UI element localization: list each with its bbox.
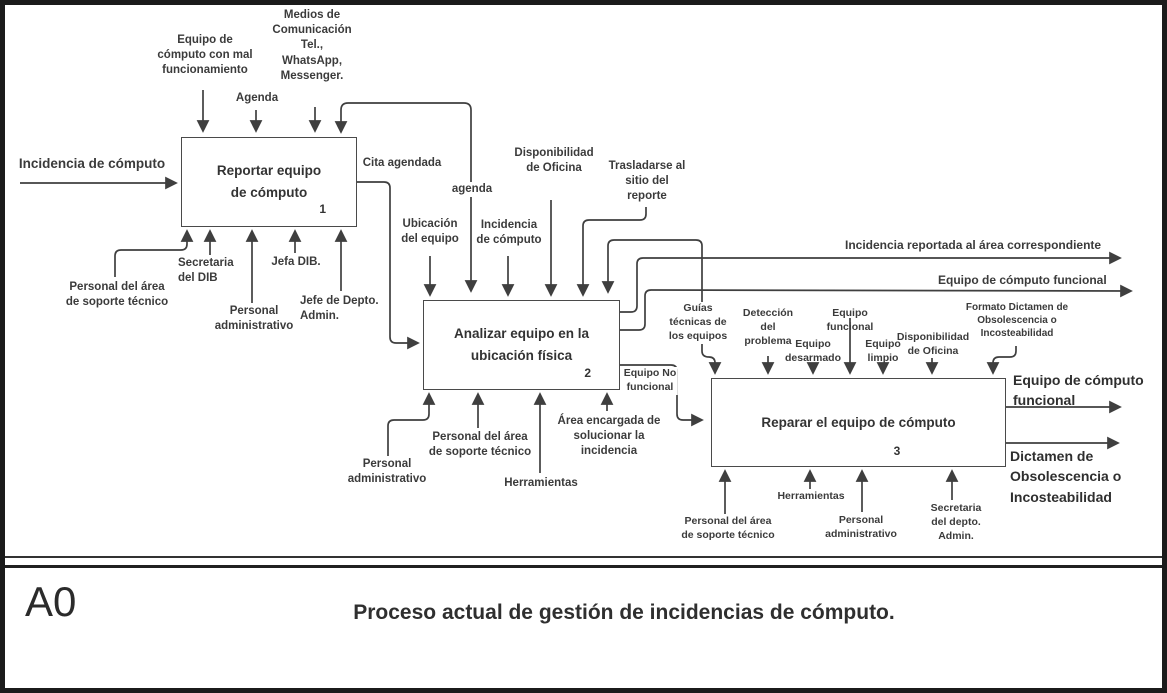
label-ctl2-disponibilidad: Disponibilidad de Oficina (514, 147, 594, 175)
fork-agenda-line (334, 102, 478, 293)
label-ctl1-equipo-mal: Equipo de cómputo con mal funcionamiento (157, 34, 253, 77)
process-box-2-label: Analizar equipo en la ubicación física (453, 326, 590, 363)
label-mech1-secretaria: Secretaria del DIB (178, 257, 234, 285)
label-mech2-herramientas: Herramientas (504, 477, 578, 489)
label-mech3-soporte: Personal del área de soporte técnico (681, 515, 775, 541)
label-ctl3-disponibilidad: Disponibilidad de Oficina (896, 331, 970, 357)
sheet-title: Proceso actual de gestión de incidencias… (353, 601, 895, 624)
label-ctl3-guias: Guías técnicas de los equipos (667, 302, 729, 344)
process-box-1-label: Reportar equipo de cómputo (216, 163, 322, 200)
process-box-3-number: 3 (893, 443, 901, 458)
label-mech2-area: Área encargada de solucionar la incidenc… (557, 415, 661, 458)
label-out3-dictamen: Dictamen de Obsolescencia o Incosteabili… (1010, 448, 1122, 505)
label-ctl3-formato: Formato Dictamen de Obsolescencia o Inco… (965, 302, 1069, 340)
label-ctl2-incidencia: Incidencia de cómputo (476, 219, 542, 247)
process-box-reportar: Reportar equipo de cómputo 1 (181, 137, 357, 227)
label-mech3-admin: Personal administrativo (825, 514, 897, 540)
arrow-mech2-admin (387, 392, 436, 456)
label-equipo-no-funcional: Equipo No funcional (622, 367, 678, 395)
label-out3-funcional: Equipo de cómputo funcional (1013, 372, 1144, 409)
connector-cita-agendada (357, 181, 420, 350)
label-ctl2-ubicacion: Ubicación del equipo (401, 218, 459, 246)
label-out-incidencia-reportada: Incidencia reportada al área correspondi… (845, 238, 1102, 252)
label-mech3-secretaria: Secretaria del depto. Admin. (930, 502, 982, 542)
arrow-mech1-soporte (114, 229, 194, 277)
connector-equipo-funcional-top (620, 284, 1133, 331)
label-ctl3-desarmado: Equipo desarmado (784, 338, 842, 364)
title-bar: A0 Proceso actual de gestión de incidenc… (5, 565, 1162, 688)
label-mech1-jefa: Jefa DIB. (271, 256, 321, 268)
label-mech2-soporte: Personal del área de soporte técnico (428, 431, 532, 459)
connector-formato-dictamen (986, 346, 1017, 375)
diagram-connectors (20, 90, 1133, 514)
label-ctl3-deteccion: Detección del problema (742, 307, 794, 347)
label-ctl3-funcional: Equipo funcional (826, 307, 874, 333)
label-mech3-herramientas: Herramientas (777, 490, 845, 502)
label-ctl2-trasladarse: Trasladarse al sitio del reporte (608, 160, 686, 203)
process-box-reparar: Reparar el equipo de cómputo 3 (711, 378, 1006, 467)
label-mech1-jefe-depto: Jefe de Depto. Admin. (300, 295, 379, 323)
label-mech2-admin: Personal administrativo (347, 458, 427, 486)
label-mech1-soporte: Personal del área de soporte técnico (65, 281, 169, 309)
label-ctl3-limpio: Equipo limpio (865, 338, 901, 364)
label-out1-cita: Cita agendada (362, 157, 442, 169)
node-id: A0 (25, 578, 77, 625)
connector-trasladarse (576, 207, 647, 297)
label-input-incidencia: Incidencia de cómputo (18, 156, 166, 171)
label-fork-agenda: agenda (450, 182, 494, 198)
process-box-2-number: 2 (584, 365, 591, 380)
label-out-equipo-funcional-top: Equipo de cómputo funcional (938, 273, 1107, 287)
fork-guias-line (601, 239, 722, 375)
label-ctl1-agenda: Agenda (235, 92, 279, 104)
process-box-1-number: 1 (319, 201, 326, 216)
label-mech1-admin: Personal administrativo (214, 305, 294, 333)
process-box-analizar: Analizar equipo en la ubicación física 2 (423, 300, 620, 390)
process-box-3-label: Reparar el equipo de cómputo (761, 414, 956, 430)
connector-incidencia-reportada (620, 251, 1122, 313)
label-ctl1-medios: Medios de Comunicación Tel., WhatsApp, M… (272, 9, 352, 82)
